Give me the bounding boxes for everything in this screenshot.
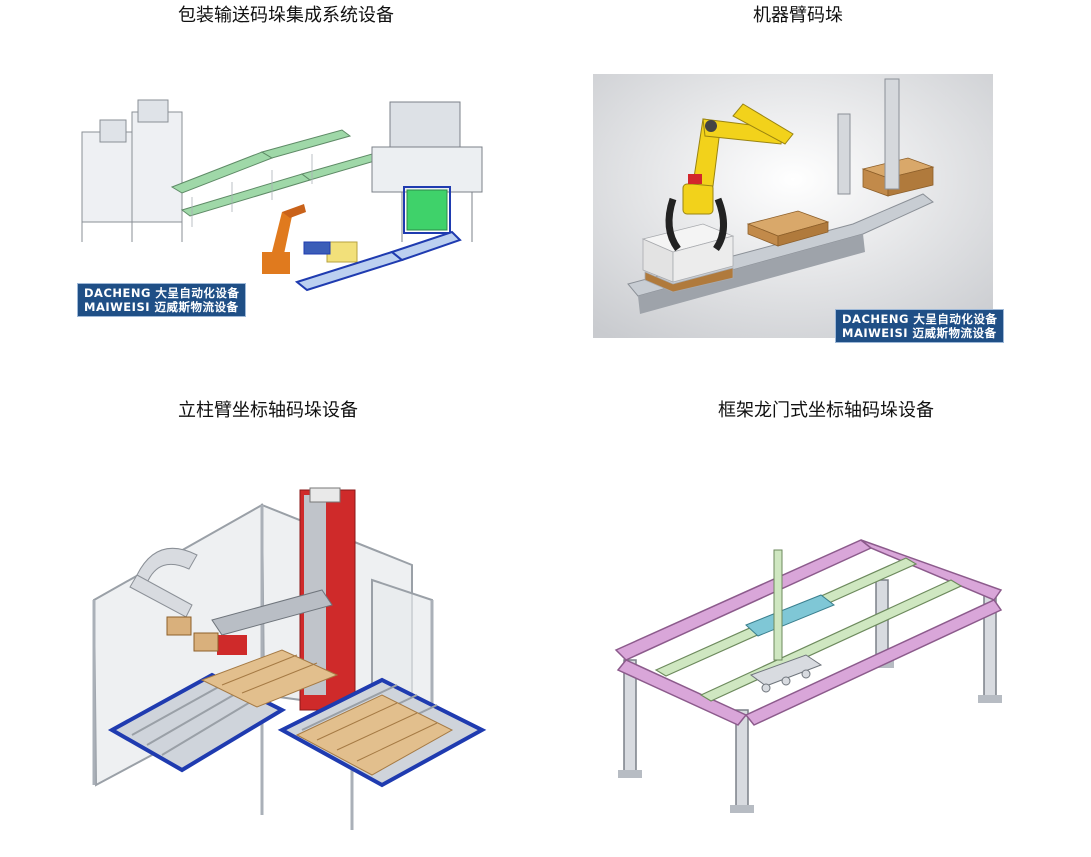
brand-logo-dacheng-1: DACHENG 大呈自动化设备 MAIWEISI 迈威斯物流设备 — [77, 283, 247, 317]
image-column-arm-palletizer — [82, 485, 500, 850]
image-packaging-conveyor-system — [72, 92, 490, 318]
caption-robot-arm-palletizing: 机器臂码垛 — [753, 5, 843, 26]
image-robot-arm-palletizing — [593, 74, 993, 338]
brand-logo-dacheng-2: DACHENG 大呈自动化设备 MAIWEISI 迈威斯物流设备 — [835, 309, 1005, 343]
caption-column-arm-palletizer: 立柱臂坐标轴码垛设备 — [178, 400, 358, 421]
image-gantry-palletizer — [606, 520, 1006, 820]
caption-gantry-palletizer: 框架龙门式坐标轴码垛设备 — [718, 400, 934, 421]
caption-packaging-conveyor-system: 包装输送码垛集成系统设备 — [178, 5, 394, 26]
